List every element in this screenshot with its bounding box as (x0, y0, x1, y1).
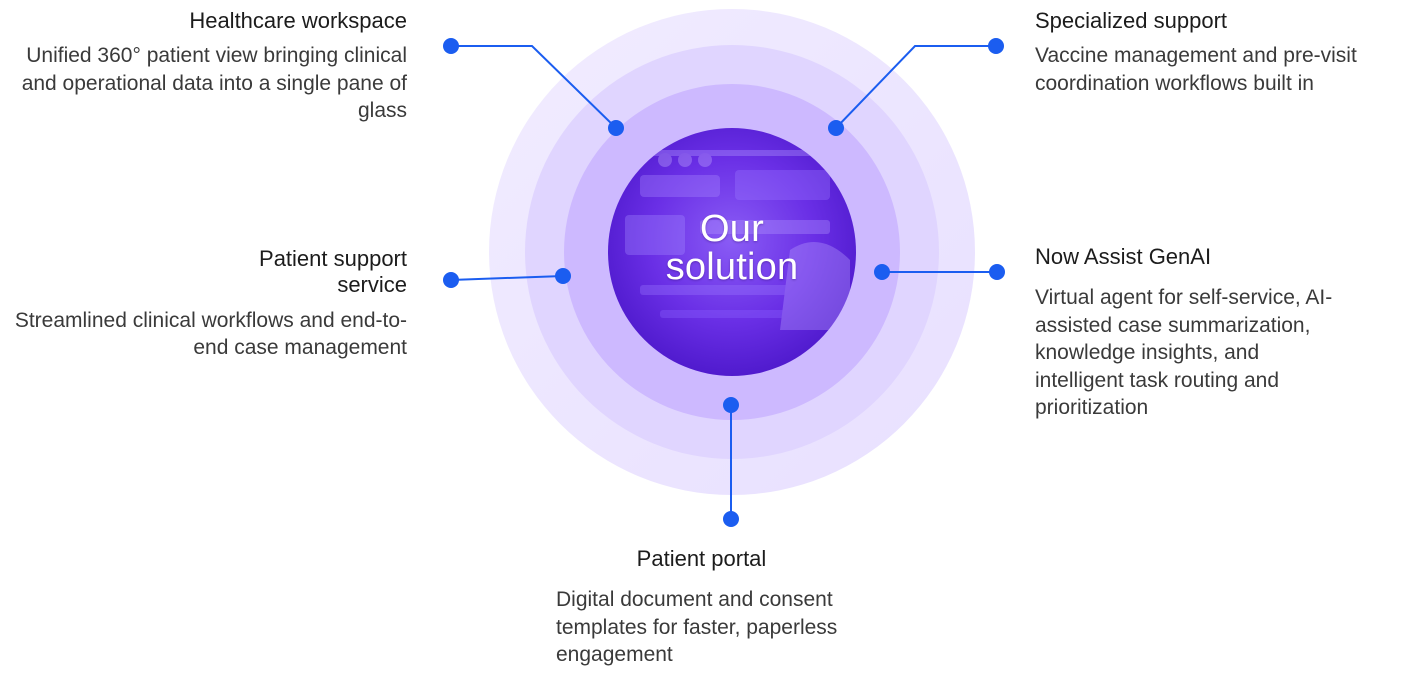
feature-title: Healthcare workspace (189, 8, 407, 33)
connector-now-assist-genai (874, 264, 1005, 280)
feature-now-assist-genai: Now Assist GenAI Virtual agent for self-… (1035, 244, 1335, 422)
feature-description: Streamlined clinical workflows and end-t… (14, 308, 407, 360)
core-circle (608, 128, 856, 376)
feature-description: Vaccine management and pre-visit coordin… (1035, 44, 1357, 95)
connector-patient-support-service (443, 268, 571, 288)
connector-specialized-support (828, 38, 1004, 136)
feature-healthcare-workspace: Healthcare workspace Unified 360° patien… (20, 8, 407, 125)
feature-description: Unified 360° patient view bringing clini… (21, 44, 407, 123)
feature-title: Now Assist GenAI (1035, 244, 1212, 269)
connector-patient-portal (723, 397, 739, 527)
feature-patient-support-service: Patient support service Streamlined clin… (5, 246, 407, 362)
connector-healthcare-workspace (443, 38, 624, 136)
feature-description: Virtual agent for self-service, AI-assis… (1035, 286, 1333, 420)
center-title: Our solution (620, 210, 844, 286)
feature-description: Digital document and consent templates f… (556, 588, 838, 667)
feature-title: Patient portal (636, 546, 767, 571)
feature-title: Specialized support (1035, 8, 1228, 33)
feature-title: Patient support service (259, 246, 407, 298)
center-title-line2: solution (665, 246, 799, 288)
feature-specialized-support: Specialized support Vaccine management a… (1035, 8, 1415, 97)
feature-patient-portal: Patient portal Digital document and cons… (556, 546, 912, 669)
center-title-line1: Our (700, 208, 764, 250)
